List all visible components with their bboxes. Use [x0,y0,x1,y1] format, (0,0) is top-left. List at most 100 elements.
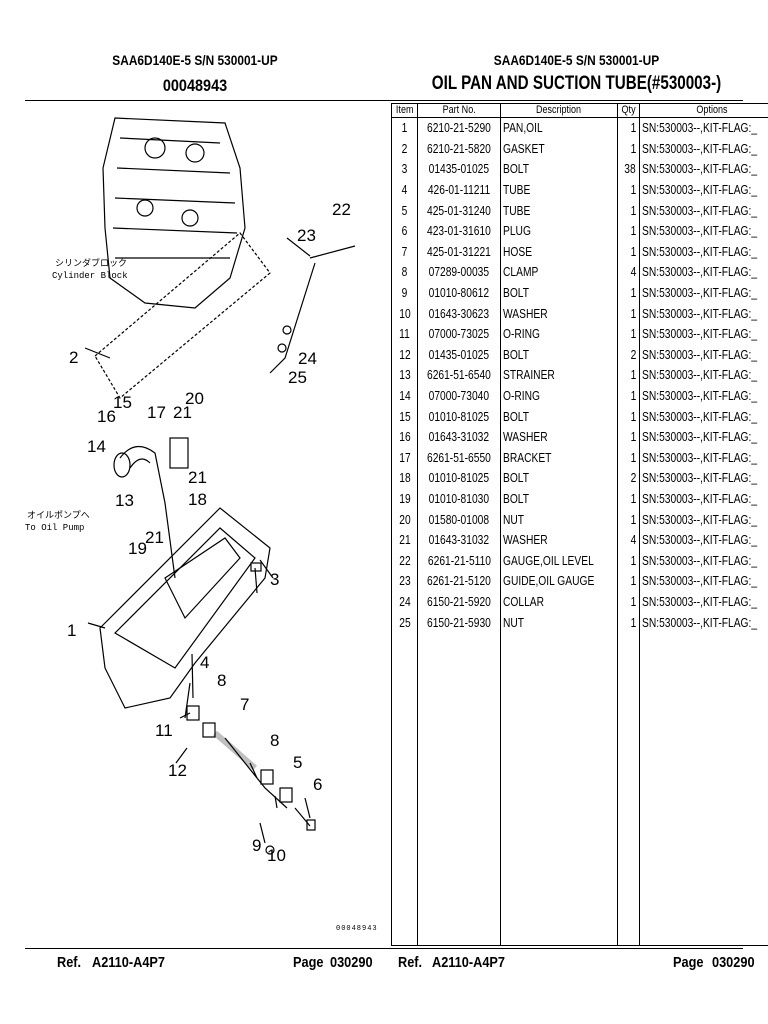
suction-tube-drawing [119,446,176,579]
callout-22: 22 [332,200,351,219]
cell-item: 22 [390,550,419,572]
col-qty: Qty [616,103,640,118]
cell-opt: SN:530003--,KIT-FLAG:_ [638,509,768,530]
cell-item: 12 [390,344,419,366]
cell-part: 07000-73040 [417,385,502,407]
col-part-no: Part No. [417,103,502,118]
callout-2: 2 [69,348,78,367]
cell-opt: SN:530003--,KIT-FLAG:_ [638,159,768,180]
table-header-row: Item Part No. Description Qty Options [390,103,768,118]
callout-13: 13 [115,491,134,510]
cell-item: 19 [390,488,419,510]
footer-left-ref-label: Ref. [57,954,82,971]
cell-part: 01010-81030 [417,488,502,510]
callout-23: 23 [297,226,316,245]
cell-item: 2 [390,138,419,160]
cell-qty: 1 [616,282,640,304]
cell-desc: WASHER [500,529,618,551]
callout-6: 6 [313,775,322,794]
gasket-drawing [94,232,271,399]
cell-qty: 1 [616,117,640,139]
callout-18: 18 [188,490,207,509]
callout-19: 19 [128,539,147,558]
cell-item: 5 [390,200,419,221]
cell-qty: 1 [616,138,640,160]
cell-opt: SN:530003--,KIT-FLAG:_ [638,550,768,572]
cell-desc: BRACKET [500,447,618,469]
cell-opt: SN:530003--,KIT-FLAG:_ [638,262,768,283]
cell-item: 17 [390,447,419,469]
cell-part: 07289-00035 [417,262,502,283]
cell-qty: 1 [616,385,640,407]
cell-item: 18 [390,468,419,489]
callout-7: 7 [240,695,249,714]
cell-qty: 1 [616,426,640,448]
callout-21b: 21 [188,468,207,487]
cell-part: 425-01-31221 [417,241,502,263]
cell-part: 6150-21-5920 [417,591,502,613]
table-filler [390,632,768,946]
cell-part: 07000-73025 [417,323,502,345]
cell-item: 23 [390,571,419,592]
label-cylinder-block-jp: シリンダブロック [55,257,127,269]
footer-right-page-label: Page [673,954,704,971]
cell-opt: SN:530003--,KIT-FLAG:_ [638,179,768,201]
cell-qty: 1 [616,509,640,530]
cell-part: 01010-81025 [417,406,502,427]
cell-opt: SN:530003--,KIT-FLAG:_ [638,220,768,242]
cell-item: 25 [390,612,419,633]
cell-part: 01643-31032 [417,529,502,551]
cell-qty: 1 [616,550,640,572]
cell-opt: SN:530003--,KIT-FLAG:_ [638,426,768,448]
footer-right-ref-label: Ref. [398,954,423,971]
cell-desc: STRAINER [500,365,618,386]
cell-desc: TUBE [500,179,618,201]
callout-24: 24 [298,349,317,368]
cell-opt: SN:530003--,KIT-FLAG:_ [638,447,768,469]
col-options: Options [638,103,768,118]
cell-item: 3 [390,159,419,180]
cell-opt: SN:530003--,KIT-FLAG:_ [638,612,768,633]
cell-opt: SN:530003--,KIT-FLAG:_ [638,117,768,139]
cell-qty: 38 [616,159,640,180]
cell-part: 6261-51-6550 [417,447,502,469]
cell-qty: 2 [616,344,640,366]
illustration-number: 00048943 [162,76,228,95]
cell-desc: BOLT [500,159,618,180]
cell-part: 6261-21-5110 [417,550,502,572]
cell-part: 426-01-11211 [417,179,502,201]
cell-item: 24 [390,591,419,613]
cell-qty: 1 [616,447,640,469]
cell-opt: SN:530003--,KIT-FLAG:_ [638,282,768,304]
cell-qty: 1 [616,406,640,427]
cell-opt: SN:530003--,KIT-FLAG:_ [638,591,768,613]
label-cylinder-block-en: Cylinder Block [52,271,128,281]
cell-part: 6261-21-5120 [417,571,502,592]
cell-desc: CLAMP [500,262,618,283]
cell-part: 423-01-31610 [417,220,502,242]
callout-21a: 21 [173,403,192,422]
right-model-header: SAA6D140E-5 S/N 530001-UP [493,52,660,68]
cell-part: 6261-51-6540 [417,365,502,386]
cell-opt: SN:530003--,KIT-FLAG:_ [638,529,768,551]
cell-item: 13 [390,365,419,386]
cell-item: 14 [390,385,419,407]
callout-15: 15 [113,393,132,412]
cell-item: 6 [390,220,419,242]
cell-opt: SN:530003--,KIT-FLAG:_ [638,406,768,427]
cell-qty: 1 [616,591,640,613]
cell-part: 01010-80612 [417,282,502,304]
cell-qty: 4 [616,529,640,551]
